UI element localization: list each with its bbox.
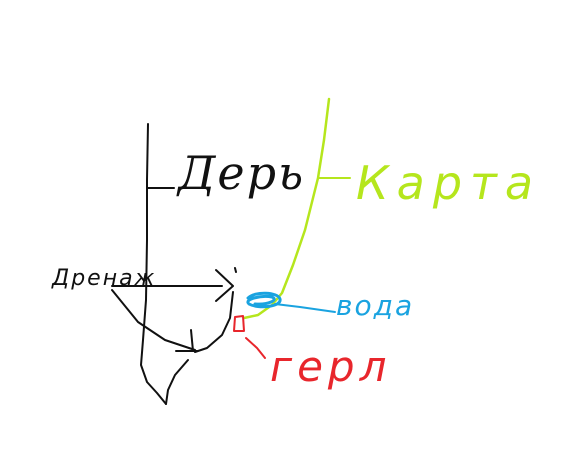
door-label: Дерь [178, 146, 306, 200]
hero-pointer-line [245, 337, 266, 359]
door-frame-line [140, 123, 167, 405]
map-label: Карта [356, 156, 542, 210]
map-line [242, 97, 331, 320]
drainage-arrow-lower [111, 289, 196, 351]
water-blob [246, 291, 282, 309]
drainage-arrow-head [175, 329, 198, 352]
hero-marker [233, 315, 245, 332]
drainage-label: Дренаж [52, 266, 157, 291]
water-pointer-line [274, 303, 336, 313]
hero-label: герл [270, 342, 392, 391]
water-label: вода [336, 289, 415, 322]
drainage-arrow-upper [111, 269, 234, 302]
pipe-outline [165, 267, 237, 405]
